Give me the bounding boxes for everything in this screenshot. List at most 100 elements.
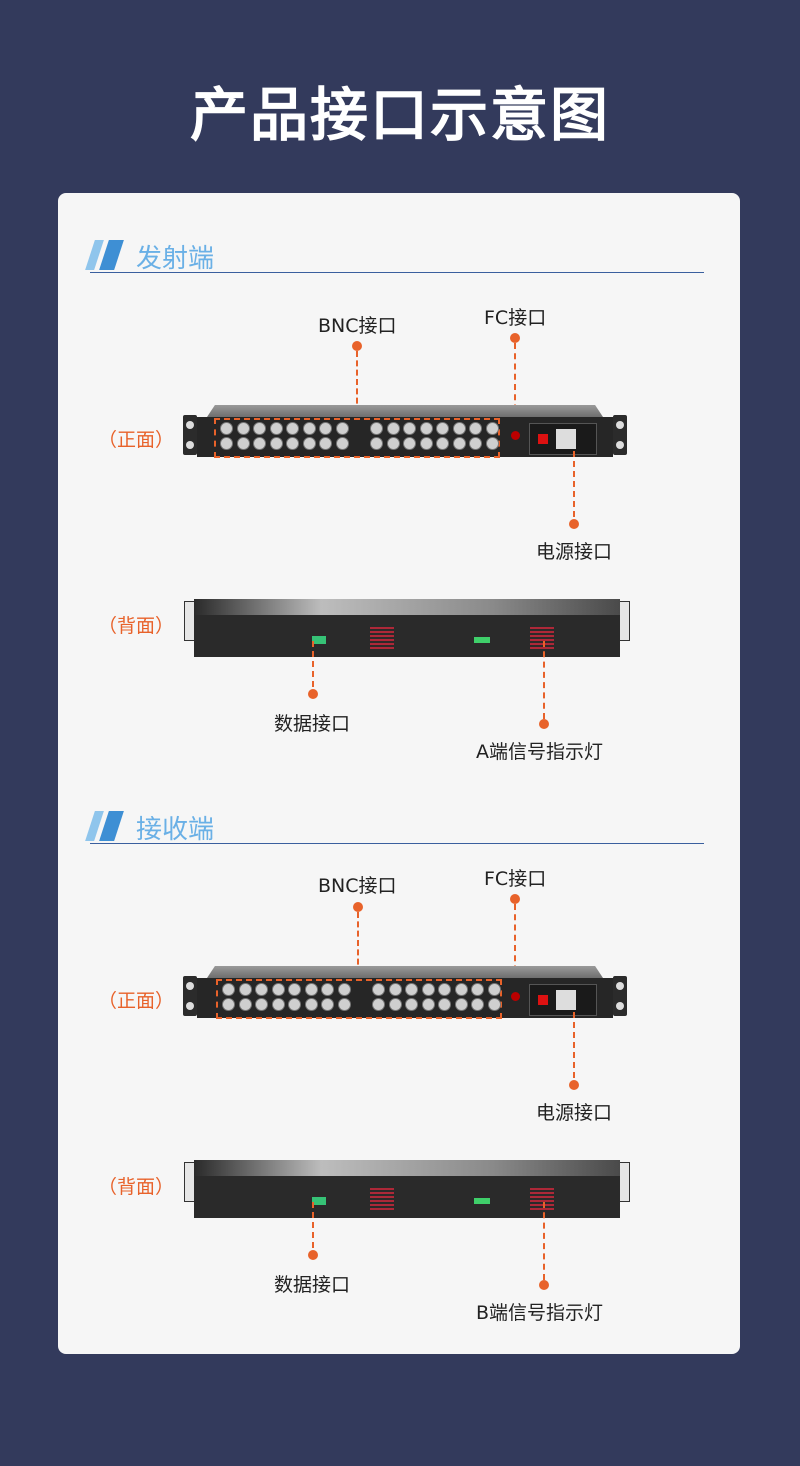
bnc-highlight-box — [216, 979, 502, 1019]
bnc-highlight-box — [214, 418, 500, 458]
bnc-port-icon — [222, 998, 235, 1011]
power-module-icon — [529, 423, 597, 455]
label-fc: FC接口 — [484, 307, 547, 329]
pointer-dot — [352, 341, 362, 351]
section-heading: 接收端 — [136, 815, 215, 845]
terminal-block-icon — [474, 637, 490, 643]
pointer-line — [543, 641, 545, 719]
bnc-port-icon — [288, 998, 301, 1011]
pointer-line — [312, 641, 314, 687]
bnc-port-icon — [403, 437, 416, 450]
pointer-line — [514, 904, 516, 992]
bnc-port-icon — [304, 998, 318, 1011]
bnc-port-icon — [370, 437, 383, 450]
bnc-port-icon — [321, 983, 334, 996]
bnc-port-icon — [471, 998, 484, 1011]
bnc-port-icon — [236, 422, 250, 435]
bnc-port-icon — [335, 422, 349, 435]
bnc-port-icon — [485, 422, 499, 435]
bnc-port-icon — [302, 422, 316, 435]
bnc-port-icon — [302, 437, 316, 450]
bnc-port-icon — [471, 983, 484, 996]
bnc-port-icon — [405, 998, 418, 1011]
bnc-port-icon — [335, 437, 349, 450]
label-power: 电源接口 — [536, 541, 613, 563]
bnc-port-icon — [469, 422, 482, 435]
label-data: 数据接口 — [274, 1274, 351, 1296]
pointer-dot — [539, 719, 549, 729]
pointer-line — [514, 343, 516, 431]
bnc-port-icon — [388, 983, 402, 996]
section-heading: 发射端 — [136, 244, 215, 274]
bnc-port-icon — [253, 422, 266, 435]
led-group-icon — [370, 627, 394, 649]
fc-port-icon — [511, 992, 520, 1001]
side-label-back: （背面） — [98, 1176, 175, 1198]
section-header-receiver: 接收端 — [85, 807, 704, 845]
power-module-icon — [529, 984, 597, 1016]
bnc-port-icon — [487, 983, 501, 996]
led-group-icon — [530, 1188, 554, 1210]
bnc-port-icon — [454, 983, 468, 996]
pointer-dot — [353, 902, 363, 912]
bnc-port-icon — [337, 998, 351, 1011]
heading-accent-icon — [99, 811, 124, 841]
pointer-line — [573, 451, 575, 517]
bnc-port-icon — [236, 437, 250, 450]
data-terminal-icon — [312, 636, 326, 644]
bnc-port-icon — [269, 437, 283, 450]
bnc-port-icon — [372, 983, 385, 996]
bnc-port-icon — [238, 983, 252, 996]
device-front-image — [183, 405, 627, 457]
bnc-port-icon — [220, 437, 233, 450]
pointer-line — [356, 351, 358, 413]
label-bnc: BNC接口 — [318, 875, 397, 897]
bnc-port-icon — [269, 422, 283, 435]
label-power: 电源接口 — [536, 1102, 613, 1124]
bnc-port-icon — [452, 437, 466, 450]
pointer-dot — [308, 1250, 318, 1260]
bnc-port-icon — [370, 422, 383, 435]
bnc-port-icon — [421, 998, 435, 1011]
led-group-icon — [370, 1188, 394, 1210]
pointer-line — [543, 1202, 545, 1280]
bnc-port-icon — [286, 422, 299, 435]
bnc-port-icon — [438, 983, 451, 996]
label-fc: FC接口 — [484, 868, 547, 890]
bnc-port-icon — [271, 998, 285, 1011]
pointer-line — [573, 1012, 575, 1078]
bnc-port-icon — [436, 422, 449, 435]
pointer-dot — [569, 1080, 579, 1090]
bnc-port-icon — [288, 983, 301, 996]
pointer-dot — [569, 519, 579, 529]
pointer-dot — [539, 1280, 549, 1290]
bnc-port-icon — [255, 998, 268, 1011]
bnc-port-icon — [403, 422, 416, 435]
bnc-port-icon — [286, 437, 299, 450]
bnc-port-icon — [419, 422, 433, 435]
side-label-front: （正面） — [98, 990, 175, 1012]
bnc-port-icon — [238, 998, 252, 1011]
pointer-dot — [510, 894, 520, 904]
device-back-image — [184, 1160, 630, 1220]
bnc-port-icon — [337, 983, 351, 996]
side-label-back: （背面） — [98, 615, 175, 637]
bnc-port-icon — [271, 983, 285, 996]
bnc-port-icon — [405, 983, 418, 996]
fc-port-icon — [511, 431, 520, 440]
bnc-port-icon — [222, 983, 235, 996]
bnc-port-icon — [372, 998, 385, 1011]
bnc-port-icon — [485, 437, 499, 450]
led-group-icon — [530, 627, 554, 649]
bnc-port-icon — [319, 437, 332, 450]
bnc-port-icon — [386, 437, 400, 450]
label-bnc: BNC接口 — [318, 315, 397, 337]
pointer-line — [312, 1202, 314, 1248]
pointer-dot — [510, 333, 520, 343]
bnc-port-icon — [319, 422, 332, 435]
section-header-transmitter: 发射端 — [85, 236, 704, 274]
label-indicator: A端信号指示灯 — [476, 741, 603, 763]
data-terminal-icon — [312, 1197, 326, 1205]
pointer-dot — [308, 689, 318, 699]
bnc-port-icon — [469, 437, 482, 450]
